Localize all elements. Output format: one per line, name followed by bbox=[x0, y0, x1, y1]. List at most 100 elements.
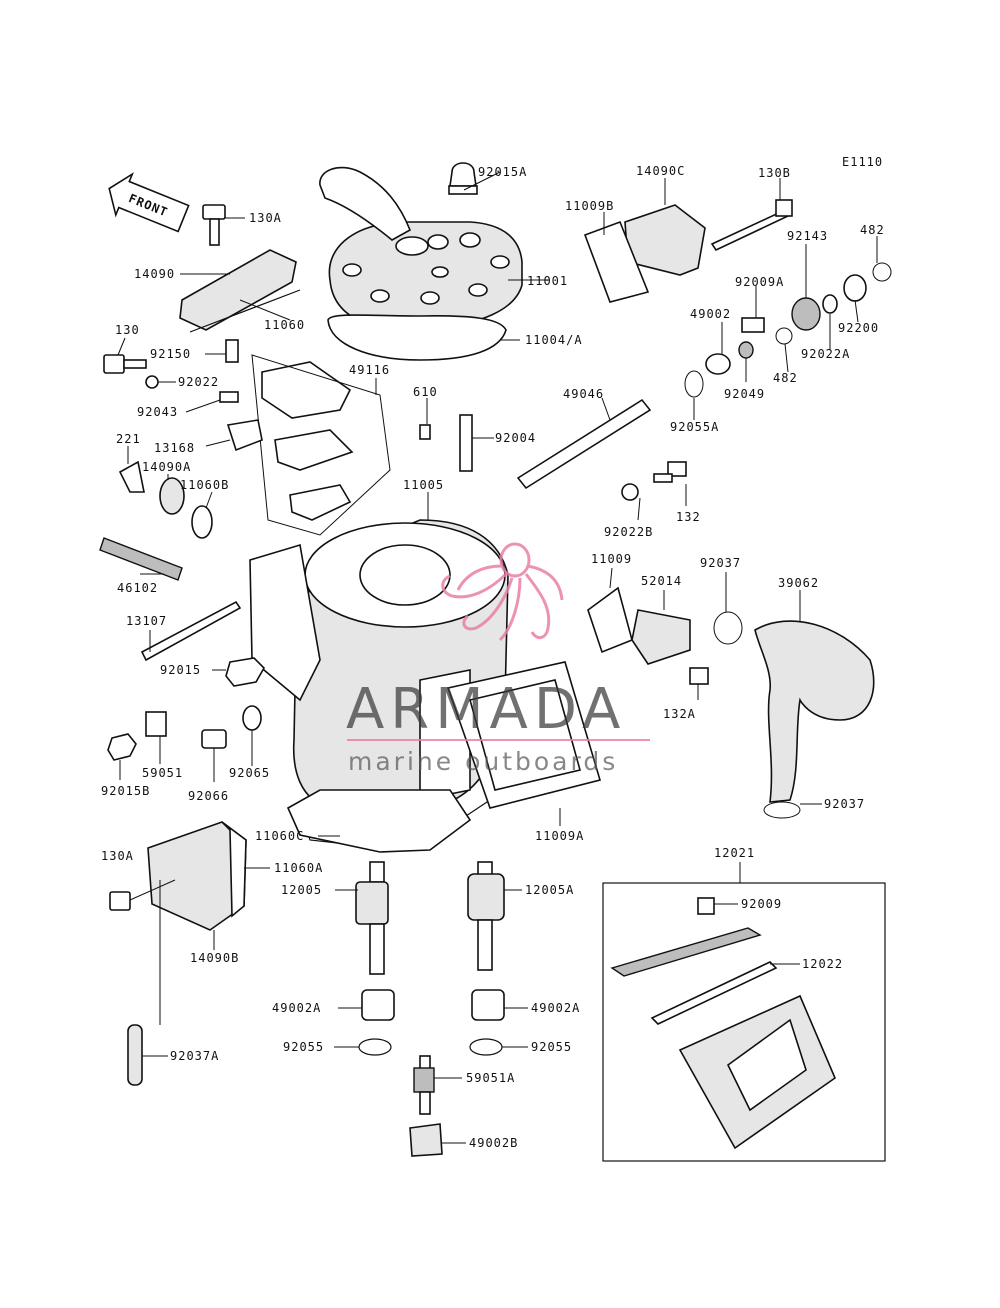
clamp-92037-top-drawing bbox=[713, 611, 743, 645]
leader-lines bbox=[117, 171, 878, 1144]
bolt-132a-drawing bbox=[689, 667, 709, 685]
watermark-brand: ARMADA bbox=[346, 677, 626, 742]
gasket-11009b-drawing bbox=[583, 220, 650, 303]
gasket-11009-drawing bbox=[587, 586, 633, 654]
part-label-11001: 11001 bbox=[527, 274, 568, 288]
part-label-482-top: 482 bbox=[860, 223, 885, 237]
watermark-tagline: marine outboards bbox=[348, 747, 618, 776]
part-label-92015: 92015 bbox=[160, 663, 201, 677]
collar-92143-drawing bbox=[791, 297, 821, 331]
screw-92150-drawing bbox=[225, 339, 239, 363]
washer-92022a-drawing bbox=[822, 294, 838, 314]
watermark: ARMADA marine outboards bbox=[346, 542, 650, 776]
washer-92065-drawing bbox=[242, 705, 262, 731]
nut-92015b-drawing bbox=[107, 733, 137, 761]
part-label-132a: 132A bbox=[663, 707, 696, 721]
part-label-12021: 12021 bbox=[714, 846, 755, 860]
valve-12005-drawing bbox=[355, 861, 389, 975]
part-label-130b: 130B bbox=[758, 166, 791, 180]
part-label-49002a-left: 49002A bbox=[272, 1001, 321, 1015]
part-label-130a-top: 130A bbox=[249, 211, 282, 225]
bolt-132-drawing bbox=[667, 461, 687, 477]
gear-59051a-drawing bbox=[413, 1055, 435, 1115]
clamp-92037-bottom-drawing bbox=[763, 801, 801, 819]
pin-92043-drawing bbox=[219, 391, 239, 403]
part-label-12005a: 12005A bbox=[525, 883, 574, 897]
bushing-49002-drawing bbox=[705, 353, 731, 375]
exhaust-valve-assembly-drawing bbox=[251, 354, 391, 536]
reed-stopper-drawing bbox=[610, 927, 762, 977]
dowel-610-drawing bbox=[419, 424, 431, 440]
diagram-ref-code: E1110 bbox=[842, 155, 883, 169]
gear-59051-drawing bbox=[145, 711, 167, 737]
part-label-11009: 11009 bbox=[591, 552, 632, 566]
front-arrow-icon: FRONT bbox=[108, 172, 190, 233]
bolt-130a-top-drawing bbox=[202, 204, 226, 246]
valve-12005a-drawing bbox=[467, 861, 505, 971]
oring-92055a-drawing bbox=[684, 370, 704, 398]
part-label-221: 221 bbox=[116, 432, 141, 446]
part-label-92055-left: 92055 bbox=[283, 1040, 324, 1054]
part-label-11009a: 11009A bbox=[535, 829, 584, 843]
part-label-92009: 92009 bbox=[741, 897, 782, 911]
part-label-482-mid: 482 bbox=[773, 371, 798, 385]
part-label-13168: 13168 bbox=[154, 441, 195, 455]
part-label-14090: 14090 bbox=[134, 267, 175, 281]
part-label-92200: 92200 bbox=[838, 321, 879, 335]
bolt-130b-head-drawing bbox=[775, 199, 793, 217]
part-label-92043: 92043 bbox=[137, 405, 178, 419]
lever-13168-drawing bbox=[226, 419, 263, 452]
part-label-11060: 11060 bbox=[264, 318, 305, 332]
shaft-46102-drawing bbox=[99, 537, 183, 581]
gasket-11060a-drawing bbox=[221, 821, 247, 918]
clip-482-mid-drawing bbox=[775, 327, 793, 345]
part-label-39062: 39062 bbox=[778, 576, 819, 590]
part-label-14090a: 14090A bbox=[142, 460, 191, 474]
part-label-52014: 52014 bbox=[641, 574, 682, 588]
bushing-49002b-drawing bbox=[409, 1123, 443, 1157]
part-label-130a-bottom: 130A bbox=[101, 849, 134, 863]
part-label-14090b: 14090B bbox=[190, 951, 239, 965]
stud-92004-drawing bbox=[459, 414, 473, 472]
part-label-92037-bottom: 92037 bbox=[824, 797, 865, 811]
part-label-92065: 92065 bbox=[229, 766, 270, 780]
part-label-92049: 92049 bbox=[724, 387, 765, 401]
part-label-11060a: 11060A bbox=[274, 861, 323, 875]
part-label-130: 130 bbox=[115, 323, 140, 337]
reed-petal-12022-drawing bbox=[650, 961, 778, 1025]
part-label-610: 610 bbox=[413, 385, 438, 399]
fitting-52014-drawing bbox=[631, 609, 691, 665]
part-label-49002b: 49002B bbox=[469, 1136, 518, 1150]
part-label-92037a: 92037A bbox=[170, 1049, 219, 1063]
bushing-49002a-left-drawing bbox=[361, 989, 395, 1021]
octopus-logo-icon bbox=[441, 542, 564, 642]
part-label-11060c: 11060C bbox=[255, 829, 304, 843]
part-label-11060b: 11060B bbox=[180, 478, 229, 492]
bolt-130a-bottom-drawing bbox=[109, 891, 131, 911]
part-label-132: 132 bbox=[676, 510, 701, 524]
gasket-11060-drawing bbox=[189, 289, 301, 333]
plug-92066-drawing bbox=[201, 729, 227, 749]
washer-92022b-drawing bbox=[621, 483, 639, 501]
hose-39062-drawing bbox=[754, 620, 875, 803]
part-label-11004a: 11004/A bbox=[525, 333, 583, 347]
part-label-49002: 49002 bbox=[690, 307, 731, 321]
part-label-92066: 92066 bbox=[188, 789, 229, 803]
cylinder-block-drawing bbox=[249, 519, 509, 851]
rod-49046-drawing bbox=[516, 398, 652, 490]
part-label-92004: 92004 bbox=[495, 431, 536, 445]
part-label-14090c: 14090C bbox=[636, 164, 685, 178]
cover-14090-drawing bbox=[179, 249, 297, 331]
oring-92055-left-drawing bbox=[358, 1038, 392, 1056]
base-gasket-drawing bbox=[286, 789, 472, 853]
part-label-92037-top: 92037 bbox=[700, 556, 741, 570]
screw-92009-drawing bbox=[697, 897, 715, 915]
nut-92015-drawing bbox=[225, 657, 265, 687]
head-gasket-drawing bbox=[327, 314, 507, 361]
part-label-49046: 49046 bbox=[563, 387, 604, 401]
part-label-59051a: 59051A bbox=[466, 1071, 515, 1085]
part-label-49116: 49116 bbox=[349, 363, 390, 377]
screw-221-drawing bbox=[118, 460, 145, 493]
reed-valve-assembly-box bbox=[602, 882, 886, 1162]
plate-14090a-drawing bbox=[159, 477, 185, 515]
